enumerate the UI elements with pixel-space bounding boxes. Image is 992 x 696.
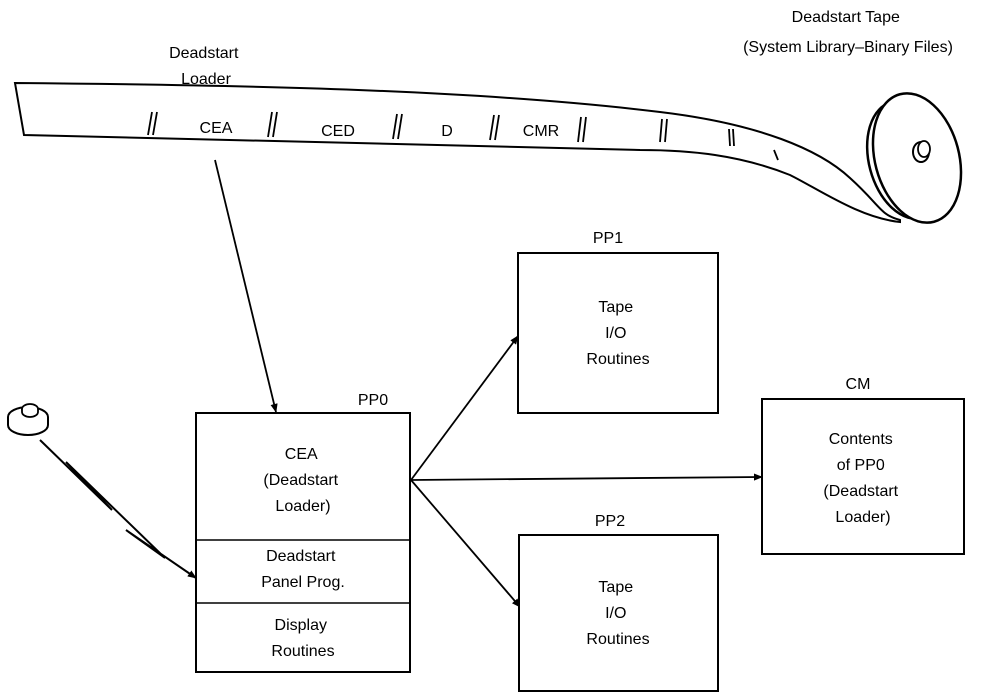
arrow-pp0-to-cm <box>410 473 763 481</box>
pp2-title: PP2 <box>595 513 625 530</box>
tape-segment-ced: CED <box>321 123 355 140</box>
arrow-pp0-to-pp1 <box>410 335 519 481</box>
cm-content: Contents of PP0 (Deadstart Loader) <box>823 431 902 526</box>
pp1-content: Tape I/O Routines <box>586 299 649 368</box>
deadstart-tape: CEA CED D CMR <box>13 81 963 224</box>
tape-segment-d: D <box>441 123 453 140</box>
tape-segment-cmr: CMR <box>523 123 559 140</box>
loader-label: Deadstart Loader <box>169 45 243 88</box>
deadstart-panel-reel-icon <box>7 403 49 436</box>
cm-title: CM <box>846 376 871 393</box>
tape-reel-icon <box>865 92 963 224</box>
pp0-section-panel-prog: Deadstart Panel Prog. <box>261 548 345 591</box>
pp2-box: PP2 Tape I/O Routines <box>518 513 719 692</box>
arrow-pp0-to-pp2 <box>410 479 521 608</box>
tape-segment-cea: CEA <box>200 120 233 137</box>
tape-strip <box>13 81 901 224</box>
pp0-title: PP0 <box>358 392 388 409</box>
cm-box: CM Contents of PP0 (Deadstart Loader) <box>761 376 965 555</box>
pp1-title: PP1 <box>593 230 623 247</box>
tape-title: Deadstart Tape (System Library–Binary Fi… <box>743 9 953 56</box>
pp0-section-display: Display Routines <box>271 617 334 660</box>
lightning-signal-icon <box>39 439 197 579</box>
pp0-box: PP0 CEA (Deadstart Loader) Deadstart Pan… <box>195 392 411 673</box>
pp2-content: Tape I/O Routines <box>586 579 649 648</box>
tape-separators <box>147 111 779 161</box>
pp0-section-cea: CEA (Deadstart Loader) <box>263 446 342 515</box>
pp1-box: PP1 Tape I/O Routines <box>517 230 719 414</box>
arrow-tape-to-pp0 <box>214 159 278 413</box>
